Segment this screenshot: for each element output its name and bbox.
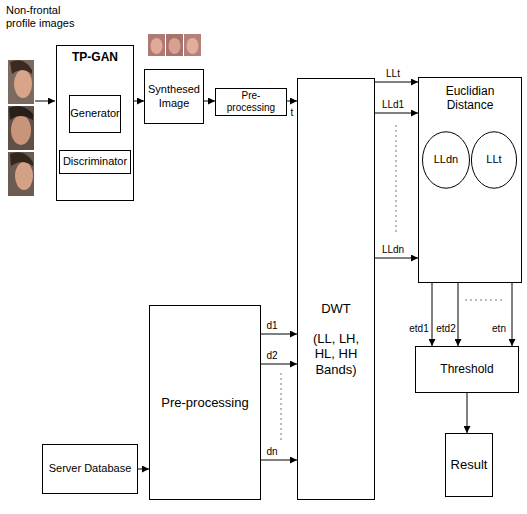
face-thumb xyxy=(184,34,201,56)
face-skin xyxy=(14,70,32,98)
node-title: Threshold xyxy=(440,362,493,376)
edge-label: d1 xyxy=(265,320,278,331)
node-title: DWT xyxy=(321,301,351,317)
synthesized-faces xyxy=(148,34,201,56)
edge-label: dn xyxy=(265,446,278,457)
process-box: Threshold xyxy=(415,346,519,393)
edge-label: LLd1 xyxy=(381,99,405,110)
gan-box: TP-GAN GeneratorDiscriminator xyxy=(56,45,134,201)
face-skin xyxy=(15,162,33,190)
dotted-continuation xyxy=(396,125,397,235)
edge-label: LLdn xyxy=(381,244,405,255)
process-box: Discriminator xyxy=(59,150,131,174)
face-skin xyxy=(11,115,31,145)
face-skin xyxy=(169,38,181,54)
flow-arrow xyxy=(458,283,459,346)
face-photo xyxy=(8,152,34,196)
face-skin xyxy=(187,38,199,54)
band-circle: LLt xyxy=(470,130,518,190)
process-box: Generator xyxy=(69,95,121,133)
dotted-continuation xyxy=(281,373,282,440)
input-caption: Non-frontal profile images xyxy=(6,4,84,30)
flow-arrow xyxy=(432,283,433,346)
flow-arrow xyxy=(467,393,468,433)
flow-arrow xyxy=(512,283,513,346)
face-thumb xyxy=(166,34,183,56)
node-title: Server Database xyxy=(49,462,132,475)
circle-shape xyxy=(471,132,516,188)
node-title: Generator xyxy=(70,107,120,120)
flow-arrow xyxy=(138,469,149,470)
face-thumb xyxy=(148,34,165,56)
node-title: LLdn xyxy=(434,153,458,166)
edge-label: etd1 xyxy=(408,323,429,334)
process-box: Euclidian DistanceLLdn LLt xyxy=(418,77,522,283)
face-photo xyxy=(8,106,34,150)
process-box: Pre-processing xyxy=(215,88,287,116)
database-box: Server Database xyxy=(42,444,138,494)
band-circle: LLdn xyxy=(421,130,471,190)
node-title: Result xyxy=(451,457,488,473)
face-hair xyxy=(10,60,32,74)
input-arrow xyxy=(35,101,55,102)
result-box: Result xyxy=(445,433,493,497)
edge-label: etd2 xyxy=(435,323,456,334)
process-box: Synthesed Image xyxy=(144,69,204,124)
face-hair xyxy=(9,106,33,120)
edge-label: d2 xyxy=(265,350,278,361)
face-photo xyxy=(8,60,34,104)
edge-label: LLt xyxy=(385,68,401,79)
node-subtitle: (LL, LH, HL, HH Bands) xyxy=(304,331,368,378)
flow-arrow xyxy=(261,460,297,461)
flow-arrow xyxy=(261,334,297,335)
node-title: TP-GAN xyxy=(72,50,118,64)
circle-shape xyxy=(423,132,470,188)
node-title: Synthesed Image xyxy=(148,83,200,109)
face-hair xyxy=(10,152,33,166)
flow-arrow xyxy=(204,101,215,102)
flow-arrow xyxy=(261,364,297,365)
edge-label: t xyxy=(290,107,295,118)
flow-arrow xyxy=(375,258,418,259)
flow-arrow xyxy=(287,101,297,102)
node-title: Pre-processing xyxy=(161,395,248,411)
face-skin xyxy=(151,38,163,54)
process-box: Pre-processing xyxy=(149,305,261,500)
transform-box: DWT (LL, LH, HL, HH Bands) xyxy=(297,78,375,500)
node-title: LLt xyxy=(486,153,501,166)
flow-arrow xyxy=(375,113,418,114)
node-title: Discriminator xyxy=(63,155,127,168)
node-title: Pre-processing xyxy=(219,90,283,114)
edge-label: etn xyxy=(491,323,507,334)
node-title: Euclidian Distance xyxy=(425,84,515,113)
flow-arrow xyxy=(375,82,418,83)
flow-arrow xyxy=(134,101,144,102)
dotted-continuation xyxy=(465,300,505,301)
profile-faces xyxy=(8,60,34,196)
